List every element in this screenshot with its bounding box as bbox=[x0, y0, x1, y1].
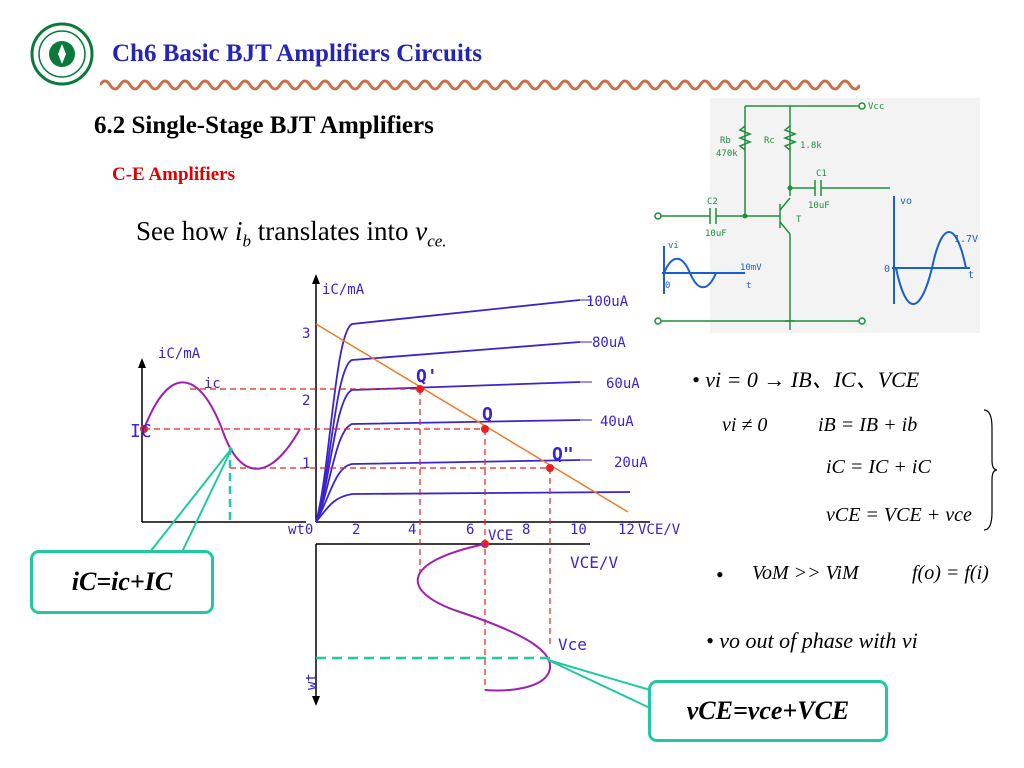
transistor-label: T bbox=[796, 215, 802, 225]
eq-frequency: f(o) = f(i) bbox=[912, 562, 989, 584]
x-tick-2: 2 bbox=[352, 522, 360, 538]
vi-t: t bbox=[746, 281, 751, 291]
c1-name: C1 bbox=[816, 169, 827, 179]
wt-axis-label: wt bbox=[304, 673, 320, 690]
q-prime-label: Q' bbox=[416, 366, 438, 387]
bullet-vi-zero: • vi = 0 → IB、IC、VCE bbox=[692, 367, 920, 392]
university-logo bbox=[30, 22, 94, 86]
vce-axis-label: VCE/V bbox=[638, 522, 681, 538]
equation-brace bbox=[983, 409, 998, 531]
x-tick-8: 8 bbox=[522, 522, 530, 538]
eq-vce: vCE = VCE + vce bbox=[826, 504, 972, 526]
vce-lower-axis-label: VCE/V bbox=[570, 553, 619, 572]
eq-ib: iB = IB + ib bbox=[818, 414, 918, 436]
eq-amplitude: VoM >> ViM bbox=[752, 562, 859, 584]
c2-value: 10uF bbox=[705, 229, 727, 239]
vi-label: vi bbox=[668, 241, 679, 251]
rc-name: Rc bbox=[764, 136, 775, 146]
subsection-title: C-E Amplifiers bbox=[112, 164, 235, 185]
vcc-label: Vcc bbox=[868, 102, 884, 112]
bullet-phase: • vo out of phase with vi bbox=[706, 628, 918, 653]
vo-label: vo bbox=[900, 196, 912, 207]
callout-vce-sum: vCE=vce+VCE bbox=[648, 680, 888, 742]
ic-axis-label: iC/mA bbox=[322, 282, 365, 298]
y-tick-1: 1 bbox=[302, 456, 310, 472]
callout-ic-sum: iC=ic+IC bbox=[30, 550, 214, 614]
vi-zero: 0 bbox=[665, 281, 670, 291]
rb-name: Rb bbox=[720, 136, 731, 146]
q-double-prime-label: Q" bbox=[552, 444, 574, 465]
x-tick-4: 4 bbox=[408, 522, 416, 538]
x-tick-0: wt0 bbox=[288, 522, 313, 538]
curve-label-40ua: 40uA bbox=[600, 414, 634, 430]
x-tick-12: 12 bbox=[618, 522, 635, 538]
curve-label-80ua: 80uA bbox=[592, 335, 626, 351]
ic-dc-label: IC bbox=[130, 421, 152, 442]
x-tick-6: 6 bbox=[466, 522, 474, 538]
vo-zero: 0 bbox=[884, 264, 890, 275]
rb-value: 470k bbox=[716, 149, 738, 159]
q-label: Q bbox=[482, 404, 493, 425]
ic-left-axis-label: iC/mA bbox=[158, 346, 201, 362]
slide-title: Ch6 Basic BJT Amplifiers Circuits bbox=[112, 40, 482, 67]
y-tick-3: 3 bbox=[302, 326, 310, 342]
section-title: 6.2 Single-Stage BJT Amplifiers bbox=[94, 112, 434, 139]
curve-label-20ua: 20uA bbox=[614, 455, 648, 471]
vce-small-label: Vce bbox=[558, 635, 587, 654]
curve-label-60ua: 60uA bbox=[606, 376, 640, 392]
eq-ic: iC = IC + iC bbox=[826, 456, 931, 478]
ic-small-label: ic bbox=[204, 376, 221, 392]
rc-value: 1.8k bbox=[800, 141, 822, 151]
vo-t: t bbox=[968, 270, 974, 281]
vo-amp: 1.7V bbox=[954, 234, 978, 245]
ce-amplifier-circuit: Vcc Rb 470k Rc 1.8k C1 10uF C2 10uF T vi… bbox=[650, 96, 980, 336]
x-tick-10: 10 bbox=[570, 522, 587, 538]
c2-name: C2 bbox=[707, 197, 718, 207]
intro-text: See how ib translates into vce. bbox=[136, 216, 447, 251]
vi-amp: 10mV bbox=[740, 263, 762, 273]
y-tick-2: 2 bbox=[302, 393, 310, 409]
bullet-two-dot: • bbox=[716, 562, 724, 587]
c1-value: 10uF bbox=[808, 201, 830, 211]
eq-vi-nonzero: vi ≠ 0 bbox=[722, 414, 768, 436]
bjt-output-characteristics: 100uA 80uA 60uA 40uA 20uA Q' Q Q" iC/mA … bbox=[130, 274, 681, 706]
curve-label-100ua: 100uA bbox=[586, 294, 629, 310]
vce-q-label: VCE bbox=[488, 528, 513, 544]
title-underline-rope bbox=[100, 79, 860, 91]
